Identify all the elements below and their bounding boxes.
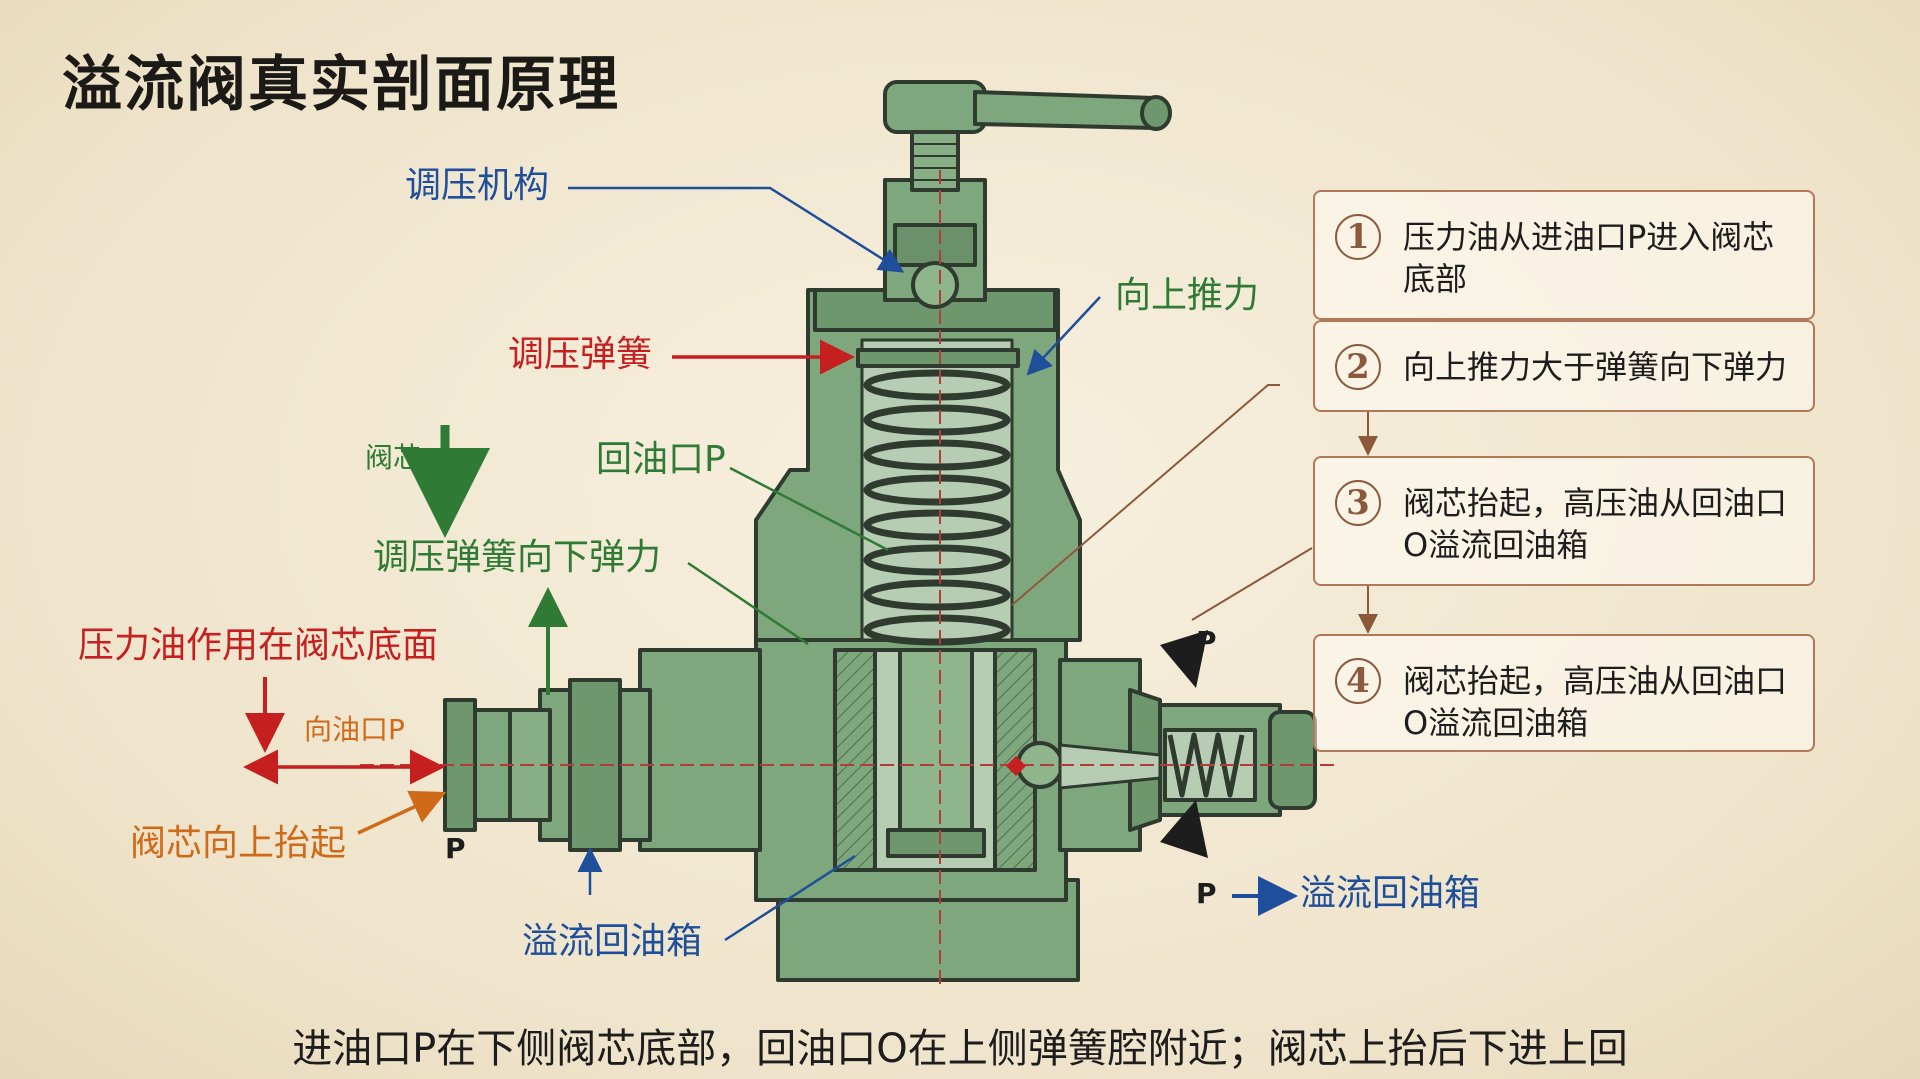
label-port-p-left: P — [445, 832, 466, 865]
step-box-1: 1 压力油从进油口P进入阀芯底部 — [1313, 190, 1815, 320]
step-box-3: 3 阀芯抬起，高压油从回油口O溢流回油箱 — [1313, 456, 1815, 586]
step-box-2: 2 向上推力大于弹簧向下弹力 — [1313, 320, 1815, 412]
step-box-4: 4 阀芯抬起，高压油从回油口O溢流回油箱 — [1313, 634, 1815, 752]
page-title: 溢流阀真实剖面原理 — [62, 50, 620, 120]
label-adjust-spring: 调压弹簧 — [508, 334, 653, 375]
step-text-4: 阀芯抬起，高压油从回油口O溢流回油箱 — [1403, 662, 1788, 742]
label-adjust-mechanism: 调压机构 — [405, 165, 550, 206]
label-spool-lift: 阀芯向上抬起 — [130, 823, 347, 864]
label-spring-downforce: 调压弹簧向下弹力 — [373, 537, 662, 578]
label-port-p-upper-right: P — [1196, 625, 1217, 658]
label-upward-thrust: 向上推力 — [1115, 275, 1260, 316]
step-number-2: 2 — [1335, 344, 1381, 390]
step-number-4: 4 — [1335, 658, 1381, 704]
label-return-port: 回油口P — [596, 439, 726, 480]
label-port-p-lower-right: P — [1196, 877, 1217, 910]
label-overflow-tank-bottom: 溢流回油箱 — [522, 921, 703, 962]
step-number-3: 3 — [1335, 480, 1381, 526]
bottom-caption: 进油口P在下侧阀芯底部，回油口O在上侧弹簧腔附近；阀芯上抬后下进上回 — [292, 1026, 1628, 1072]
label-spool: 阀芯 — [365, 441, 422, 474]
step-text-2: 向上推力大于弹簧向下弹力 — [1403, 348, 1788, 386]
step-text-3: 阀芯抬起，高压油从回油口O溢流回油箱 — [1403, 484, 1788, 564]
step-text-1: 压力油从进油口P进入阀芯底部 — [1403, 218, 1775, 298]
label-overflow-tank-right: 溢流回油箱 — [1300, 873, 1481, 914]
label-pressure-oil-bottom: 压力油作用在阀芯底面 — [78, 625, 439, 666]
step-number-1: 1 — [1335, 214, 1381, 260]
label-to-port: 向油口P — [304, 713, 405, 746]
